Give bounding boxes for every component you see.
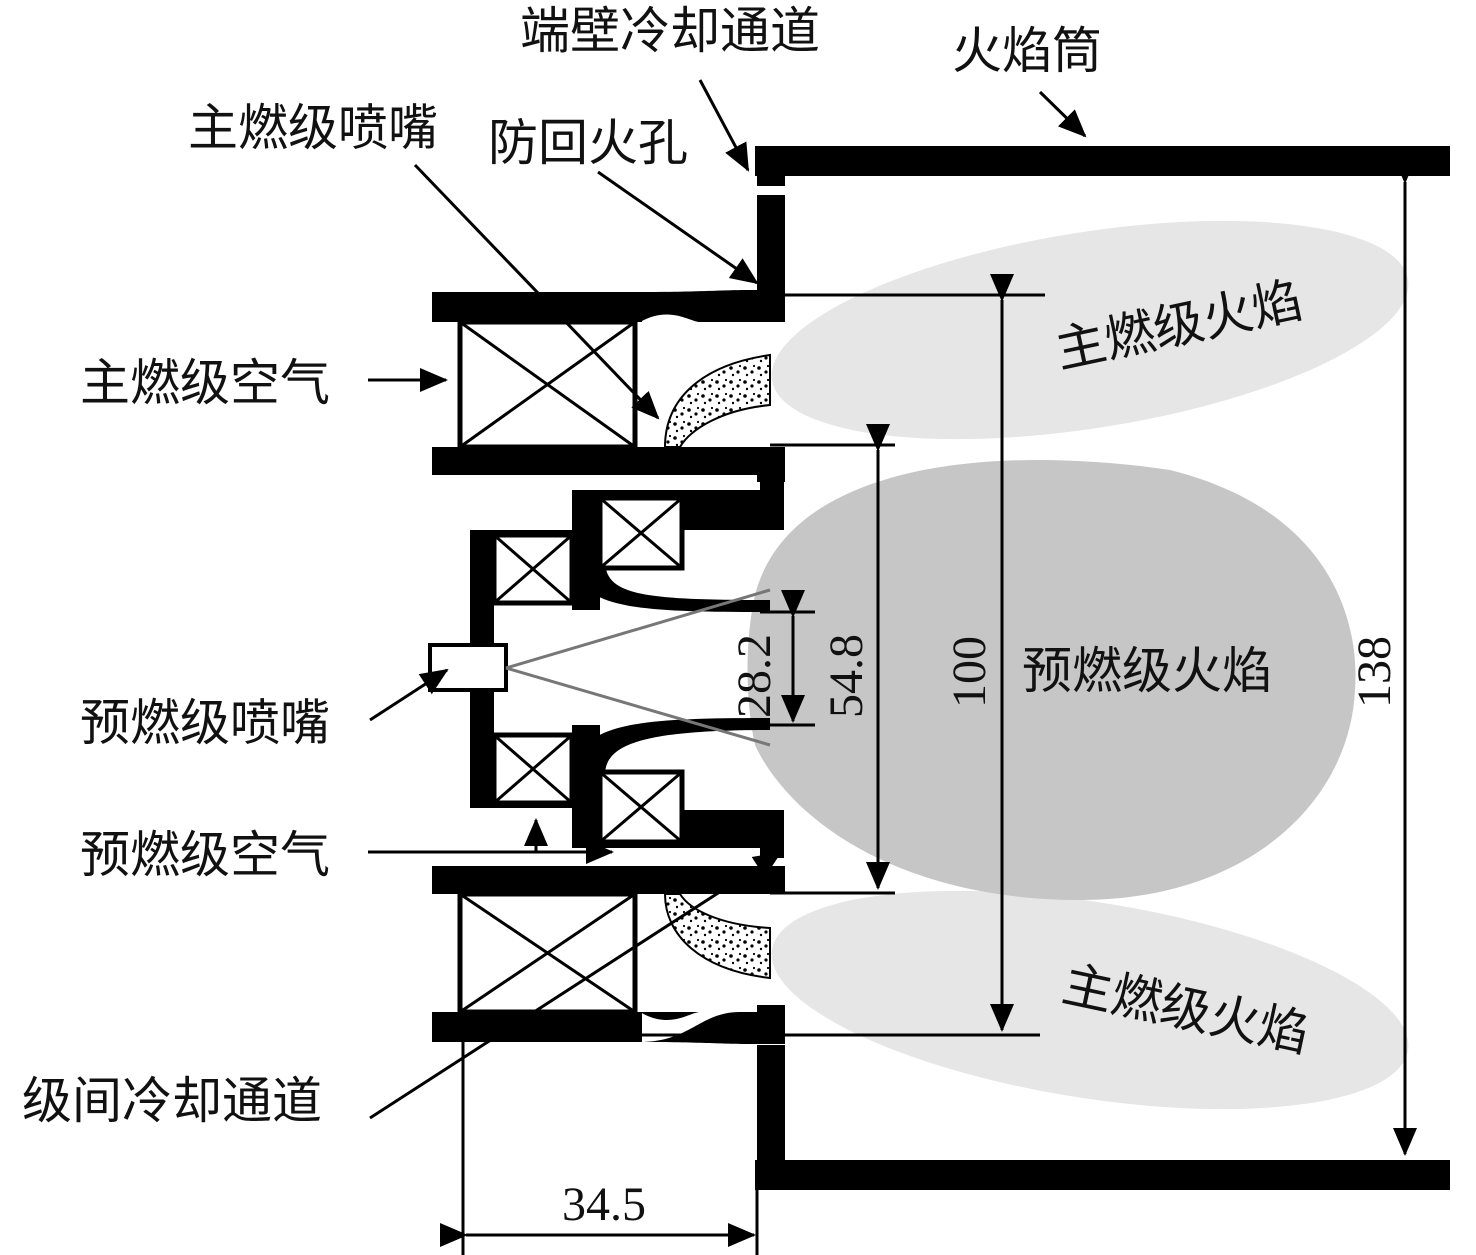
main-swirler-top — [432, 290, 785, 475]
label-pilot-stage-flame: 预燃级火焰 — [1022, 642, 1272, 700]
label-pilot-stage-air: 预燃级空气 — [80, 826, 330, 884]
label-anti-flashback-hole: 防回火孔 — [488, 114, 688, 172]
main-flame-top — [771, 220, 1409, 440]
dimension-lines — [440, 156, 1417, 1255]
main-flame-bottom — [771, 890, 1409, 1110]
pilot-flame — [747, 460, 1356, 900]
dim-axial-length: 34.5 — [562, 1178, 646, 1231]
dim-pilot-inner: 28.2 — [728, 634, 781, 718]
flame-tube — [755, 146, 1450, 1190]
label-main-stage-air: 主燃级空气 — [80, 354, 330, 412]
dim-main-stage: 100 — [943, 636, 996, 708]
label-interstage-cooling-channel: 级间冷却通道 — [22, 1072, 322, 1130]
leader-lines — [368, 79, 1087, 1120]
main-swirler-bottom — [432, 866, 785, 1044]
label-end-wall-cooling-channel: 端壁冷却通道 — [520, 2, 820, 60]
label-main-stage-nozzle: 主燃级喷嘴 — [188, 99, 438, 157]
label-flame-tube: 火焰筒 — [952, 22, 1102, 80]
dim-pilot-outer: 54.8 — [820, 634, 873, 718]
label-pilot-stage-nozzle: 预燃级喷嘴 — [80, 694, 330, 752]
pilot-stage — [428, 482, 784, 858]
dim-flame-tube-diameter: 138 — [1348, 636, 1401, 708]
